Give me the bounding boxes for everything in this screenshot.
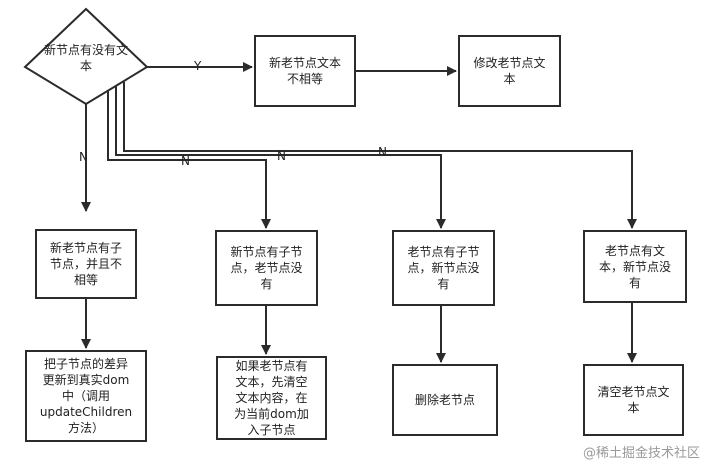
box-add-children: 如果老节点有 文本，先清空 文本内容，在 为当前dom加 入子节点 — [216, 356, 327, 440]
watermark: @稀土掘金技术社区 — [582, 446, 700, 461]
box-modify-old-text: 修改老节点文 本 — [458, 35, 561, 107]
edge-no-3 — [115, 86, 446, 229]
edge-label-no-1: N — [79, 150, 88, 164]
box-both-have-children: 新老节点有子 节点，并且不 相等 — [35, 229, 137, 299]
box-new-has-children: 新节点有子节 点，老节点没 有 — [215, 230, 318, 306]
box-text-not-equal: 新老节点文本 不相等 — [254, 35, 356, 107]
edge-no-2 — [107, 90, 271, 229]
edge-label-no-2: N — [181, 154, 190, 168]
edge-no-4 — [123, 82, 637, 229]
box-update-children: 把子节点的差异 更新到真实dom 中（调用 updateChildren 方法） — [25, 350, 147, 442]
edge-label-no-4: N — [378, 145, 387, 159]
decision-text: 新节点有没有文 本 — [43, 43, 128, 73]
edge-label-no-3: N — [277, 149, 286, 163]
box-old-has-children: 老节点有子节 点，新节点没 有 — [392, 230, 495, 306]
edge-label-yes: Y — [194, 59, 202, 73]
box-clear-old-text: 清空老节点文 本 — [583, 364, 684, 436]
box-delete-old-node: 删除老节点 — [392, 364, 498, 436]
box-old-has-text: 老节点有文 本，新节点没 有 — [583, 230, 687, 303]
